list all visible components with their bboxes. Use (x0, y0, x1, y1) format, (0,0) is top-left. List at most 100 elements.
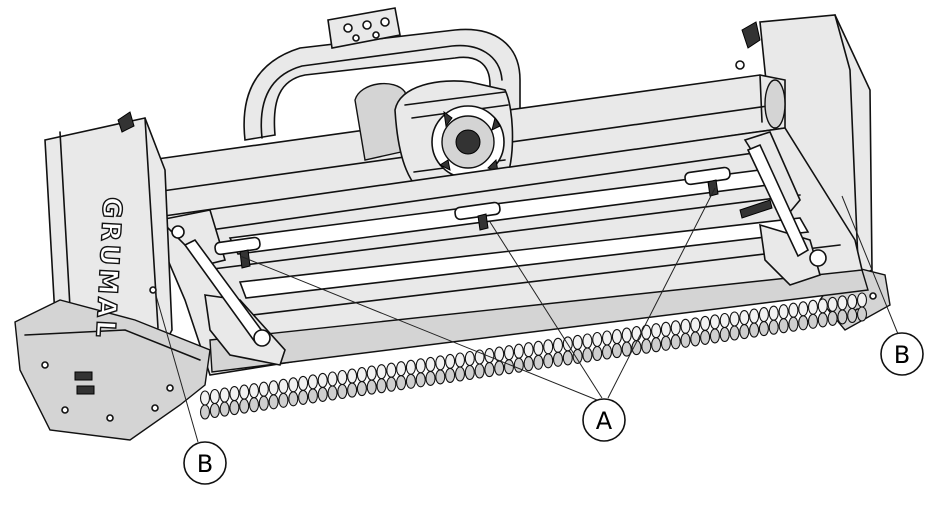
flail-tooth (719, 312, 730, 329)
flail-tooth (386, 376, 397, 392)
flail-tooth (709, 328, 720, 344)
flail-tooth (552, 351, 564, 367)
flail-tooth (601, 344, 613, 360)
flail-tooth (288, 377, 299, 393)
flail-tooth (798, 315, 809, 331)
flail-tooth (847, 293, 858, 310)
flail-tooth (749, 322, 760, 338)
hitch-frame (243, 7, 521, 151)
flail-tooth (298, 389, 309, 405)
flail-tooth (503, 359, 515, 375)
flail-tooth (641, 338, 652, 354)
flail-tooth (425, 356, 436, 372)
flail-tooth (435, 355, 446, 371)
flail-tooth (209, 388, 220, 405)
flail-tooth (562, 350, 573, 366)
flail-tooth (641, 324, 652, 340)
flail-tooth (199, 390, 211, 406)
callout-a: A (582, 398, 626, 442)
callout-b-left: B (183, 441, 227, 485)
flail-tooth (729, 311, 740, 327)
flail-tooth (396, 361, 407, 377)
flail-tooth (356, 367, 367, 383)
hinge-pins (214, 166, 731, 269)
flail-tooth (798, 301, 809, 317)
flail-tooth (327, 385, 338, 401)
flail-tooth (807, 299, 819, 315)
leader-b-right (841, 195, 899, 335)
flail-tooth (366, 379, 377, 395)
flail-tooth (347, 382, 358, 398)
flail-tooth (837, 295, 848, 311)
callout-a-label: A (596, 407, 613, 435)
right-linkage (739, 131, 827, 286)
flail-tooth (700, 329, 711, 345)
flail-tooth (376, 364, 387, 380)
flail-tooth (298, 375, 309, 391)
flail-tooth (611, 343, 622, 359)
flail-tooth (268, 394, 279, 410)
flail-tooth (778, 318, 789, 334)
flail-tooth (474, 363, 485, 379)
callout-b-right-label: B (894, 341, 910, 369)
flail-tooth (248, 397, 260, 413)
flail-tooth (317, 386, 328, 402)
flail-tooth (376, 378, 387, 394)
flail-tooth (239, 398, 250, 414)
flail-tooth (827, 310, 838, 326)
flail-tooth (386, 362, 397, 378)
flail-tooth (435, 369, 446, 385)
callout-b-right: B (880, 332, 924, 376)
callout-b-left-label: B (197, 450, 213, 478)
flail-tooth (415, 372, 426, 388)
flail-tooth (219, 387, 230, 403)
flail-tooth (484, 362, 495, 378)
brand-lettering: GRUMAL (89, 196, 126, 340)
flail-tooth (788, 302, 799, 318)
flail-tooth (739, 310, 750, 326)
leader-lines (154, 187, 899, 443)
flail-tooth (621, 327, 632, 343)
flail-tooth (709, 314, 720, 330)
flail-tooth (513, 343, 524, 359)
flail-tooth (523, 356, 534, 372)
flail-tooth (199, 404, 211, 420)
flail-tooth (680, 332, 691, 348)
flail-tooth (680, 318, 691, 334)
flail-tooth (258, 395, 269, 411)
flail-tooth (307, 388, 318, 404)
flail-tooth (307, 374, 318, 390)
flail-tooth (337, 369, 348, 386)
flail-tooth (768, 305, 779, 321)
flail-tooth (768, 319, 779, 335)
flail-tooth (651, 323, 662, 339)
leader-a-center (489, 221, 603, 399)
left-linkage (158, 209, 286, 366)
flail-tooth (445, 367, 456, 383)
flail-tooth (533, 340, 544, 356)
flail-tooth (278, 392, 289, 408)
flail-tooth (631, 340, 642, 356)
flail-tooth (592, 331, 603, 348)
flail-tooth (454, 366, 466, 382)
flail-tooth (817, 298, 828, 314)
flail-tooth (464, 350, 475, 367)
flail-tooth (749, 308, 760, 324)
flail-tooth (582, 347, 593, 363)
flail-tooth (719, 326, 730, 343)
flail-tooth (445, 353, 456, 369)
flail-tooth (533, 354, 544, 370)
flail-tooth (807, 313, 819, 329)
flail-tooth (739, 324, 750, 340)
flail-tooth (523, 342, 534, 358)
flail-tooth (347, 368, 358, 384)
flail-tooth (837, 309, 848, 325)
flail-tooth (592, 345, 603, 362)
leader-a-right (607, 187, 716, 399)
flail-tooth (611, 329, 622, 345)
left-side-panel: GRUMAL (14, 111, 211, 441)
flail-tooth (366, 365, 377, 381)
flail-tooth (317, 372, 328, 388)
flail-tooth (543, 353, 554, 369)
